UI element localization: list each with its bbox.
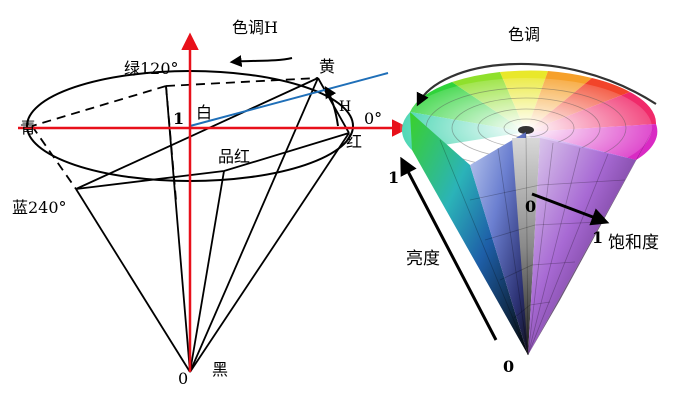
cone-right-side [528, 124, 656, 355]
cyan-label: 青 [20, 118, 36, 137]
cone-core [512, 138, 540, 355]
hue-label-right: 色调 [508, 25, 540, 44]
blue-240-label: 蓝240° [12, 198, 67, 217]
cone-outer-side [410, 112, 528, 355]
bottom-zero-label: 0 [503, 357, 514, 376]
hue-direction-line [189, 72, 389, 127]
hexagon-edge-hidden [31, 125, 77, 190]
value-one-label: 1 [173, 109, 184, 128]
brightness-label: 亮度 [406, 249, 440, 269]
hue-rotation-arrow [229, 55, 293, 68]
angle-h-label: H [339, 99, 351, 115]
cone-cut-face-left [470, 132, 528, 355]
cone-cut-face-right [528, 138, 636, 355]
zero-degree-label: 0° [364, 109, 382, 128]
angle-h-arrow [324, 85, 339, 127]
green-120-label: 绿120° [124, 59, 179, 78]
origin-zero-label: 0 [178, 369, 188, 388]
white-label: 白 [196, 103, 212, 122]
black-label: 黑 [212, 360, 228, 379]
hue-rotation-arrow-right [416, 62, 657, 107]
cone-grid [439, 131, 626, 356]
saturation-arrow [531, 192, 610, 226]
red-label: 红 [346, 132, 362, 151]
saturation-one-label: 1 [592, 228, 603, 247]
saturation-label: 饱和度 [608, 233, 659, 253]
yellow-label: 黄 [319, 57, 335, 76]
hexagon-edge-hidden [165, 77, 319, 87]
right-color-cone: 色调 1 亮度 0 1 饱和度 0 [388, 25, 659, 376]
magenta-label: 品红 [218, 147, 250, 166]
hexagon-front [75, 132, 350, 190]
hexagon-edge [75, 77, 319, 190]
cone-edge [75, 188, 191, 373]
cone-edge [189, 77, 319, 373]
cone-edge [189, 170, 225, 373]
value-arrow [400, 156, 498, 341]
cone-edge [189, 132, 350, 373]
left-hsv-cone: 色调H 绿120° 黄 青 白 1 H 0° 红 品红 蓝240° 黑 0 [12, 18, 410, 388]
cone-edge-hidden [165, 85, 177, 201]
value-one-label-right: 1 [388, 168, 399, 187]
hexagon-edge-hidden [31, 85, 167, 127]
hue-h-label: 色调H [232, 18, 278, 37]
saturation-zero-label: 0 [525, 197, 536, 216]
